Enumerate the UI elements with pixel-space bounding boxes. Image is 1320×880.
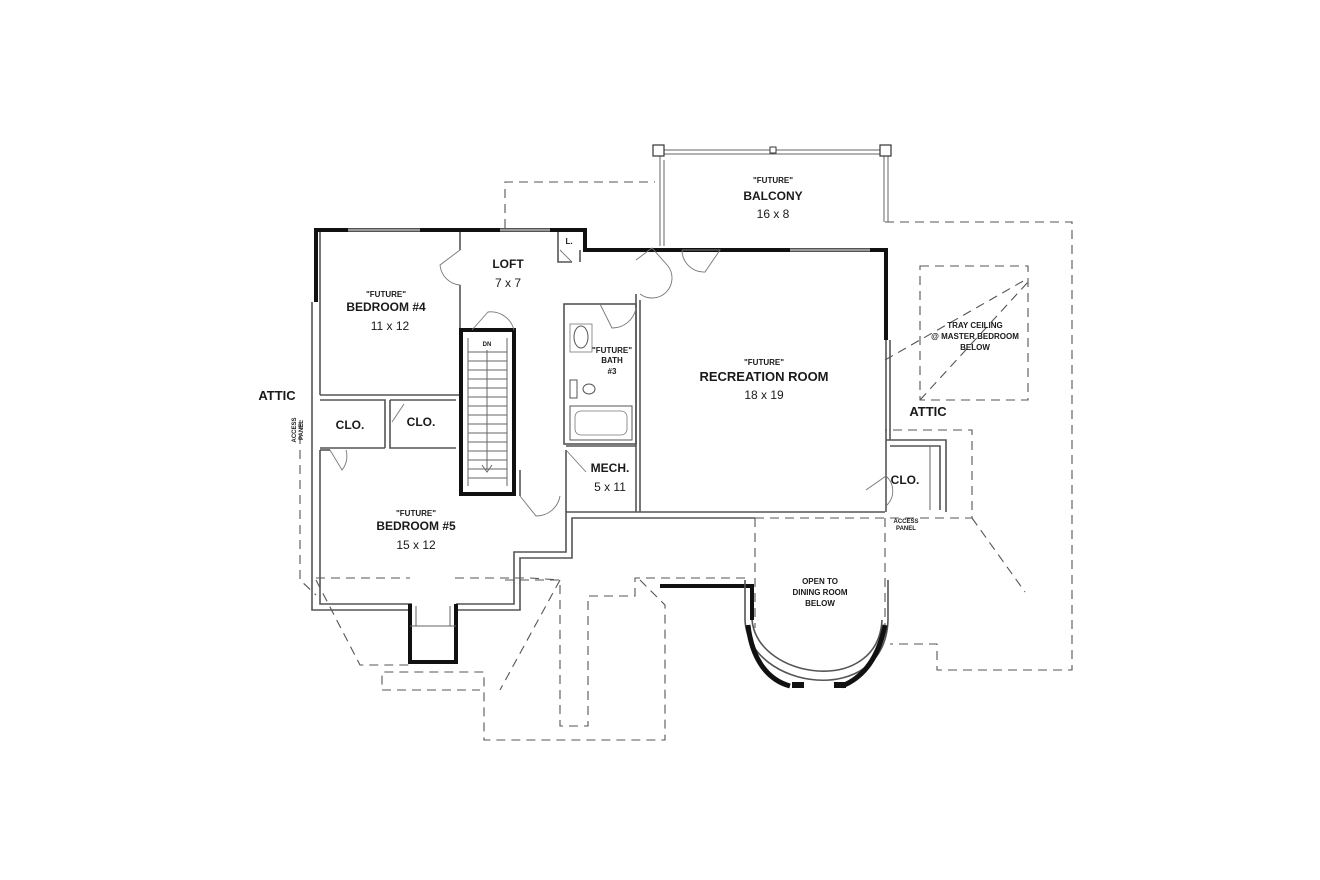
tray-ceiling-line3: BELOW (960, 343, 990, 352)
balcony-tag: "FUTURE" (753, 176, 793, 185)
bedroom5-name: BEDROOM #5 (376, 519, 456, 533)
access-panel-right-line1: ACCESS (893, 519, 918, 525)
balcony-name: BALCONY (743, 189, 802, 203)
linen-label: L. (565, 237, 572, 246)
open-to-dining-line2: DINING ROOM (792, 588, 847, 597)
bedroom4-size: 11 x 12 (371, 319, 410, 333)
stairs (459, 328, 516, 496)
recreation-tag: "FUTURE" (744, 358, 784, 367)
tray-ceiling-outline (919, 265, 1029, 401)
bath-fixtures (569, 323, 633, 441)
closet-mid-label: CLO. (407, 415, 436, 429)
balcony-size: 16 x 8 (757, 207, 790, 221)
bedroom5-size: 15 x 12 (396, 538, 436, 552)
door-swings (329, 247, 894, 517)
access-panel-right-line2: PANEL (896, 526, 916, 532)
recreation-size: 18 x 19 (744, 388, 784, 402)
access-panel-left-line1: ACCESS (292, 417, 298, 442)
open-to-dining-line1: OPEN TO (802, 577, 838, 586)
tray-ceiling-line2: @ MASTER BEDROOM (931, 332, 1019, 341)
bay-window (408, 604, 458, 664)
recreation-name: RECREATION ROOM (699, 369, 828, 384)
closet-right-label: CLO. (891, 473, 920, 487)
access-panel-left-line2: PANEL (299, 420, 305, 440)
attic-right-label: ATTIC (909, 404, 947, 419)
loft-name: LOFT (492, 257, 524, 271)
closet-left-label: CLO. (336, 418, 365, 432)
stair-dn-label: DN (483, 342, 492, 348)
mech-size: 5 x 11 (594, 480, 626, 494)
balcony (652, 144, 892, 246)
mech-name: MECH. (591, 461, 630, 475)
bedroom5-tag: "FUTURE" (396, 509, 436, 518)
loft-size: 7 x 7 (495, 276, 521, 290)
bath3-name: BATH (601, 356, 623, 365)
exterior-walls (311, 228, 891, 611)
bedroom4-name: BEDROOM #4 (346, 300, 426, 314)
dining-bay (660, 580, 889, 689)
labels: "FUTURE" BALCONY 16 x 8 LOFT 7 x 7 L. "F… (258, 176, 1019, 608)
open-to-dining-line3: BELOW (805, 599, 835, 608)
bath3-num: #3 (608, 367, 617, 376)
tray-ceiling-line1: TRAY CEILING (947, 321, 1003, 330)
attic-left-label: ATTIC (258, 388, 296, 403)
interior-walls (320, 232, 947, 512)
attic-outlines (299, 181, 1073, 741)
bedroom4-tag: "FUTURE" (366, 290, 406, 299)
bath3-tag: "FUTURE" (592, 346, 632, 355)
